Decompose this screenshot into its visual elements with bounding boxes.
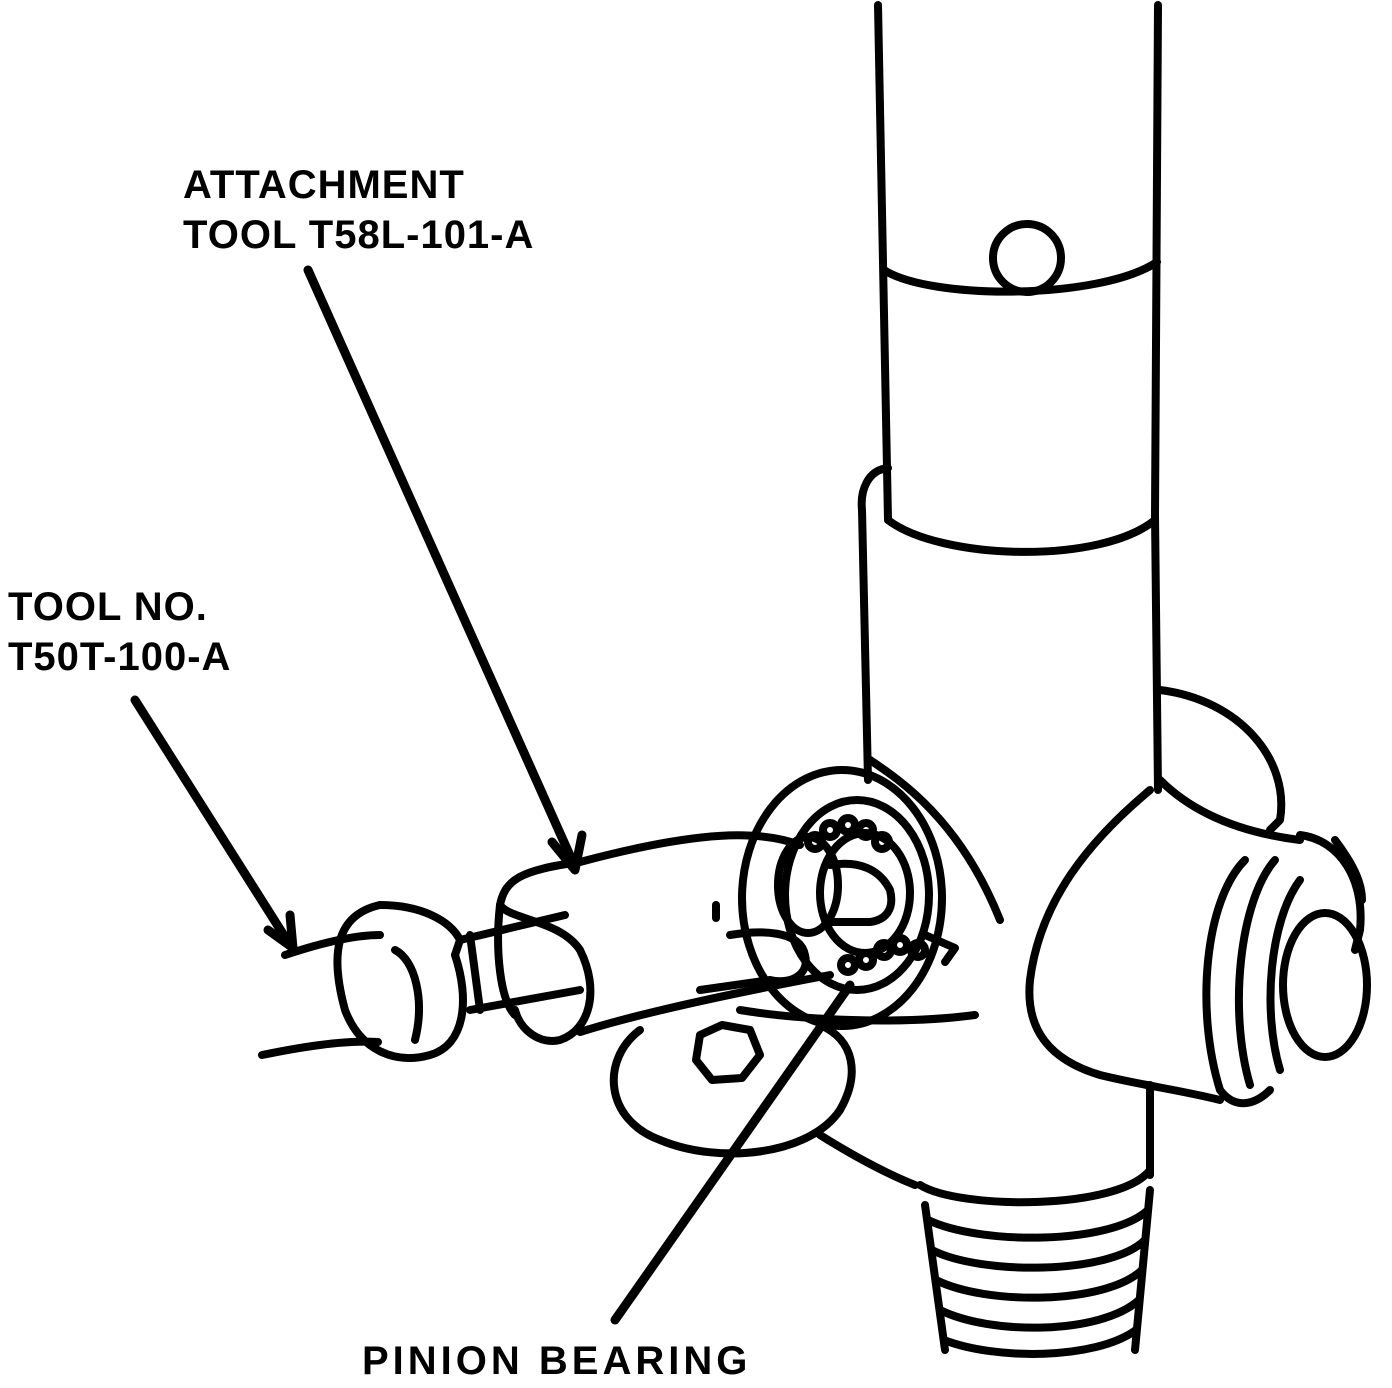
pinion-bearing-label: PINION BEARING: [362, 1339, 752, 1383]
gear-housing: [816, 464, 1304, 1189]
tool-number-label-line1: TOOL NO.: [8, 585, 208, 629]
driver-handle: [258, 901, 584, 1062]
tool-number-label-line2: T50T-100-A: [8, 635, 232, 679]
tool-number-label: TOOL NO. T50T-100-A: [8, 582, 231, 682]
attachment-tool: [494, 831, 896, 1045]
tool-no-leader: [130, 695, 295, 950]
mounting-ear: [609, 1006, 979, 1158]
pinion-bearing-leader: [610, 980, 855, 1325]
attachment-tool-label: ATTACHMENT TOOL T58L-101-A: [183, 160, 534, 260]
attachment-tool-label-line1: ATTACHMENT: [183, 163, 465, 207]
attachment-tool-leader: [303, 265, 577, 865]
adjuster-plug: [1202, 831, 1371, 1108]
threaded-fitting: [916, 1166, 1154, 1358]
steering-shaft: [874, 1, 1162, 524]
leader-arrows: [130, 265, 855, 1325]
attachment-tool-label-line2: TOOL T58L-101-A: [183, 213, 535, 257]
